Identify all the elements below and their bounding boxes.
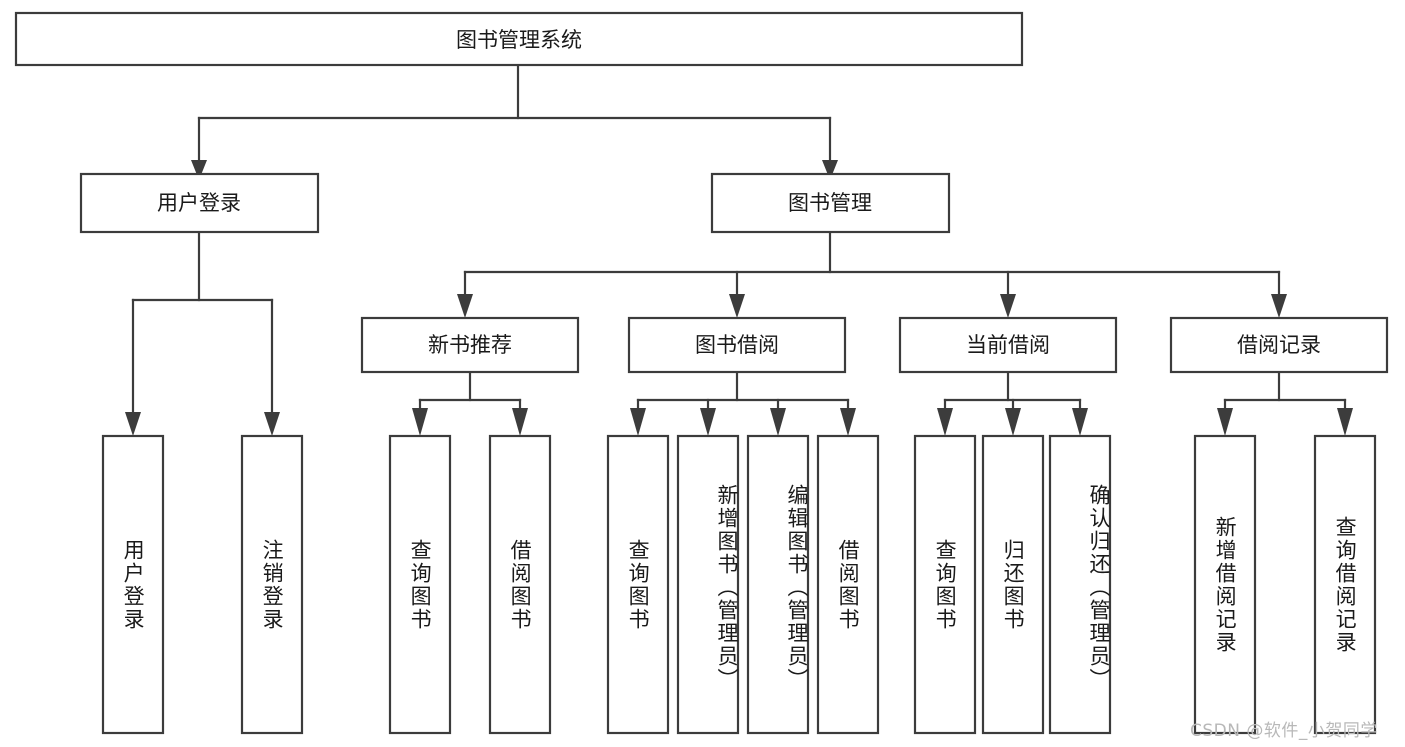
arrowhead-leaf-bookborrow-1	[630, 408, 646, 436]
node-new-book-recommend[interactable]	[360, 316, 580, 374]
arrowhead-leaf-currentborrow-3	[1072, 408, 1088, 436]
arrowhead-leaf-currentborrow-1	[937, 408, 953, 436]
arrowhead-leaf-bookborrow-2	[700, 408, 716, 436]
label-current-borrow: 当前借阅	[966, 333, 1050, 357]
leaf-box-book-borrow-0[interactable]	[606, 434, 670, 735]
node-root-book-management-system[interactable]	[14, 11, 1024, 67]
leaf-box-book-borrow-2[interactable]	[746, 434, 810, 735]
leaf-box-current-borrow-0[interactable]	[913, 434, 977, 735]
arrowhead-book-borrow	[729, 294, 745, 318]
arrowhead-current-borrow	[1000, 294, 1016, 318]
arrowhead-leaf-borrowrecord-2	[1337, 408, 1353, 436]
arrowhead-new-book	[457, 294, 473, 318]
arrowhead-user-login	[191, 160, 207, 180]
leaf-box-borrow-record-0[interactable]	[1193, 434, 1257, 735]
leaf-box-new-book-1[interactable]	[488, 434, 552, 735]
leaf-box-book-borrow-3[interactable]	[816, 434, 880, 735]
leaf-box-current-borrow-2[interactable]	[1048, 434, 1112, 735]
node-book-management[interactable]	[710, 172, 951, 234]
arrowhead-leaf-user-login-2	[264, 412, 280, 436]
leaf-box-current-borrow-1[interactable]	[981, 434, 1045, 735]
leaf-box-new-book-0[interactable]	[388, 434, 452, 735]
arrowhead-borrow-record	[1271, 294, 1287, 318]
leaf-box-book-borrow-1[interactable]	[676, 434, 740, 735]
leaf-box-borrow-record-1[interactable]	[1313, 434, 1377, 735]
arrowhead-book-manage	[822, 160, 838, 180]
node-borrow-record[interactable]	[1169, 316, 1389, 374]
label-new-book-recommend: 新书推荐	[428, 333, 512, 357]
label-book-borrow: 图书借阅	[695, 333, 779, 357]
node-current-borrow[interactable]	[898, 316, 1118, 374]
connector-group	[125, 63, 1353, 436]
arrowhead-leaf-bookborrow-4	[840, 408, 856, 436]
node-book-borrow[interactable]	[627, 316, 847, 374]
leaf-box-user-login-0[interactable]	[101, 434, 165, 735]
leaf-box-user-login-1[interactable]	[240, 434, 304, 735]
arrowhead-leaf-newbook-2	[512, 408, 528, 436]
node-box-group	[14, 11, 1389, 735]
label-user-login: 用户登录	[157, 191, 241, 215]
arrowhead-leaf-bookborrow-3	[770, 408, 786, 436]
node-user-login[interactable]	[79, 172, 320, 234]
csdn-watermark: CSDN @软件_小贺同学	[1190, 721, 1378, 741]
arrowhead-leaf-borrowrecord-1	[1217, 408, 1233, 436]
label-borrow-record: 借阅记录	[1237, 333, 1321, 357]
arrowhead-leaf-newbook-1	[412, 408, 428, 436]
node-label-group: 图书管理系统 用户登录 图书管理 新书推荐 图书借阅 当前借阅 借阅记录	[157, 28, 1321, 357]
label-book-management: 图书管理	[788, 191, 872, 215]
arrowhead-leaf-user-login-1	[125, 412, 141, 436]
label-root: 图书管理系统	[456, 28, 582, 52]
arrowhead-leaf-currentborrow-2	[1005, 408, 1021, 436]
